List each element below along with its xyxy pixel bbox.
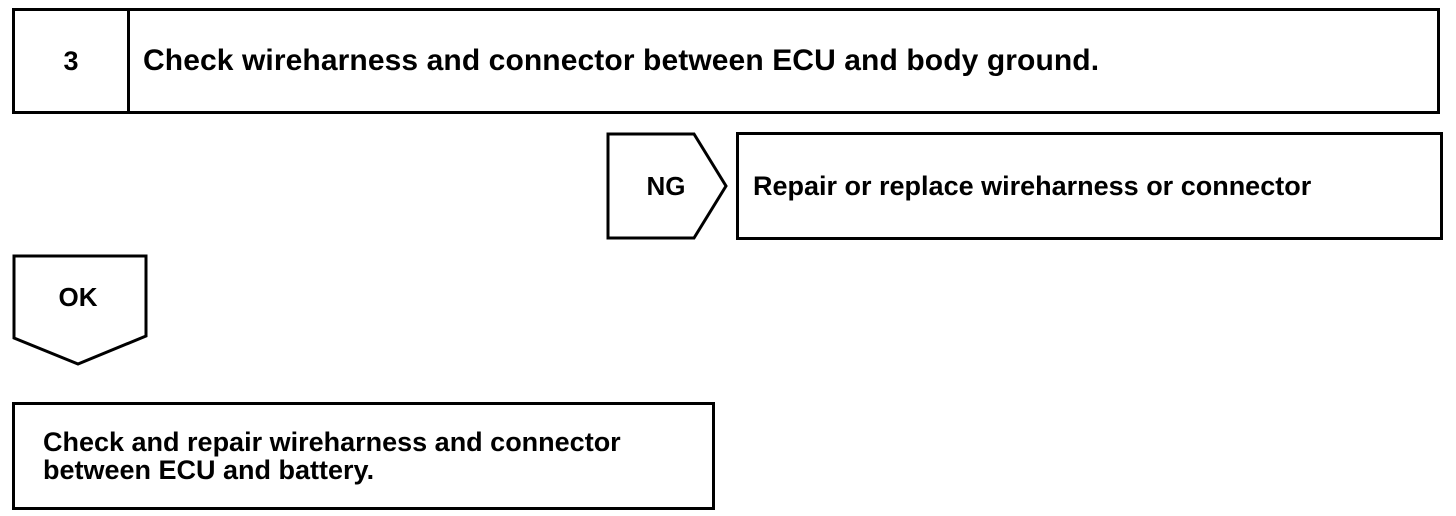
step-number: 3 (15, 11, 130, 111)
ng-arrow-shape: NG (606, 132, 728, 240)
ng-action-text: Repair or replace wireharness or connect… (753, 170, 1312, 201)
final-action-box: Check and repair wireharness and connect… (12, 402, 715, 510)
ok-arrow-shape: OK (12, 254, 148, 366)
final-action-line-1: Check and repair wireharness and connect… (43, 427, 621, 457)
step-box: 3 Check wireharness and connector betwee… (12, 8, 1440, 114)
ng-label: NG (647, 171, 686, 201)
step-title: Check wireharness and connector between … (143, 44, 1100, 77)
ng-action-box: Repair or replace wireharness or connect… (736, 132, 1443, 240)
ok-label: OK (59, 282, 98, 312)
final-action-line-2: between ECU and battery. (43, 455, 375, 485)
